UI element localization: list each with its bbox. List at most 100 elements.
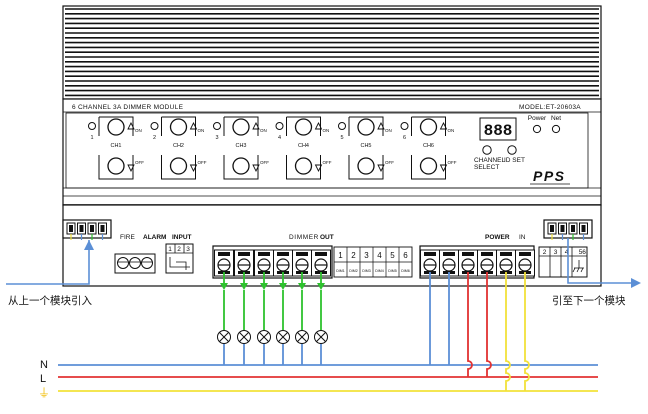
module-title: 6 CHANNEL 3A DIMMER MODULE: [72, 104, 184, 111]
seven-segment-display-frame: [479, 117, 517, 141]
out-number-3: 3: [364, 251, 369, 260]
channel-4-off-button[interactable]: [294, 157, 313, 175]
channel-4-name: CH4: [298, 143, 309, 149]
channel-3-off-button[interactable]: [232, 157, 250, 175]
right-mini-num-3: 3: [554, 249, 558, 256]
up-arrow-icon: [314, 121, 323, 130]
on-label: ON: [260, 128, 267, 133]
off-label: OFF: [385, 160, 394, 165]
channel-select-button[interactable]: [482, 145, 492, 155]
out-number-2: 2: [351, 251, 356, 260]
down-arrow-icon: [314, 164, 323, 173]
channel-1-on-button[interactable]: [107, 118, 125, 136]
power-in-terminal-2: [439, 249, 459, 277]
power-led-label: Power: [528, 115, 547, 122]
channel-3-on-button[interactable]: [232, 118, 250, 136]
right-mini-num-6: 6: [582, 249, 586, 256]
up-arrow-icon: [127, 121, 135, 130]
id-set-button[interactable]: [507, 145, 517, 155]
up-arrow-icon: [189, 121, 198, 130]
bus-out-arrow: [567, 238, 641, 288]
out-number-6: 6: [403, 251, 408, 260]
on-label: ON: [385, 128, 392, 133]
down-arrow-icon: [252, 164, 260, 173]
down-arrow-icon: [439, 164, 448, 173]
down-arrow-icon: [220, 283, 228, 290]
off-label: OFF: [448, 160, 457, 165]
load-circuit-3: [257, 272, 271, 365]
down-arrow-icon: [240, 283, 248, 290]
out-number-5: 5: [390, 251, 395, 260]
channel-1-off-button[interactable]: [107, 157, 125, 175]
out-number-1: 1: [338, 251, 343, 260]
out-tag-5: DIM5: [388, 269, 397, 273]
channel-select-label-2: SELECT: [474, 164, 499, 171]
channel-5-off-button[interactable]: [357, 157, 375, 175]
up-arrow-icon: [439, 121, 448, 130]
channel-6-led: [400, 122, 409, 130]
alarm-label: ALARM: [143, 234, 166, 241]
off-label: OFF: [135, 160, 144, 165]
power-led: [532, 124, 542, 134]
channel-3-number: 3: [215, 135, 218, 141]
load-circuit-4: [276, 272, 290, 365]
channel-6-name: CH6: [423, 143, 434, 149]
down-arrow-icon: [189, 164, 198, 173]
mains-lines: [58, 364, 598, 392]
out-number-4: 4: [377, 251, 382, 260]
channel-2-name: CH2: [173, 143, 184, 149]
input-label: INPUT: [172, 234, 192, 241]
terminal-strip: FIRE ALARM INPUT 1 2 3 DIMMER OUT 1DIM12…: [62, 204, 602, 287]
dimmer-out-terminal-1: [214, 249, 234, 277]
channel-2-led: [150, 122, 159, 130]
channel-3-name: CH3: [235, 143, 246, 149]
load-circuit-5: [295, 272, 309, 365]
out-label: OUT: [320, 234, 334, 241]
net-led: [551, 124, 561, 134]
off-label: OFF: [198, 160, 207, 165]
right-mini-num-5: 5: [579, 249, 583, 256]
neutral-line-label: N: [40, 359, 48, 371]
channel-1-name: CH1: [110, 143, 121, 149]
channel-6-off-button[interactable]: [419, 157, 438, 175]
dimmer-label: DIMMER: [289, 234, 319, 241]
on-label: ON: [448, 128, 455, 133]
earth-line-label: ⏚: [38, 386, 50, 400]
input-terminal-block: [165, 243, 194, 274]
channel-5-number: 5: [340, 135, 343, 141]
channel-select-label-1: CHANNEL: [474, 157, 505, 164]
out-tag-1: DIM1: [336, 269, 345, 273]
bus-in-arrow: [6, 240, 94, 285]
channel-3-led: [213, 122, 221, 130]
channel-5-name: CH5: [360, 143, 371, 149]
earth-feed-wire-1: [505, 272, 511, 391]
net-led-label: Net: [551, 115, 561, 122]
up-arrow-icon: [252, 121, 260, 130]
off-label: OFF: [323, 160, 332, 165]
brand-logo: PPS: [533, 168, 566, 184]
load-circuit-6: [314, 272, 328, 365]
channel-2-off-button[interactable]: [169, 157, 188, 175]
dimmer-out-terminal-3: [254, 249, 274, 277]
load-circuit-1: [217, 272, 231, 365]
in-label: IN: [519, 234, 526, 241]
channel-1-led: [88, 122, 96, 130]
heatsink-fins: [62, 5, 602, 100]
down-arrow-icon: [127, 164, 135, 173]
channel-4-led: [275, 122, 284, 130]
channel-2-on-button[interactable]: [169, 118, 188, 136]
channel-6-on-button[interactable]: [419, 118, 438, 136]
down-arrow-icon: [317, 283, 325, 290]
earth-feed-wire-2: [524, 272, 530, 391]
channel-4-on-button[interactable]: [294, 118, 313, 136]
down-arrow-icon: [279, 283, 287, 290]
out-tag-4: DIM4: [375, 269, 384, 273]
channel-5-on-button[interactable]: [357, 118, 375, 136]
bus-in-note: 从上一个模块引入: [8, 294, 92, 307]
channel-6-number: 6: [403, 135, 406, 141]
